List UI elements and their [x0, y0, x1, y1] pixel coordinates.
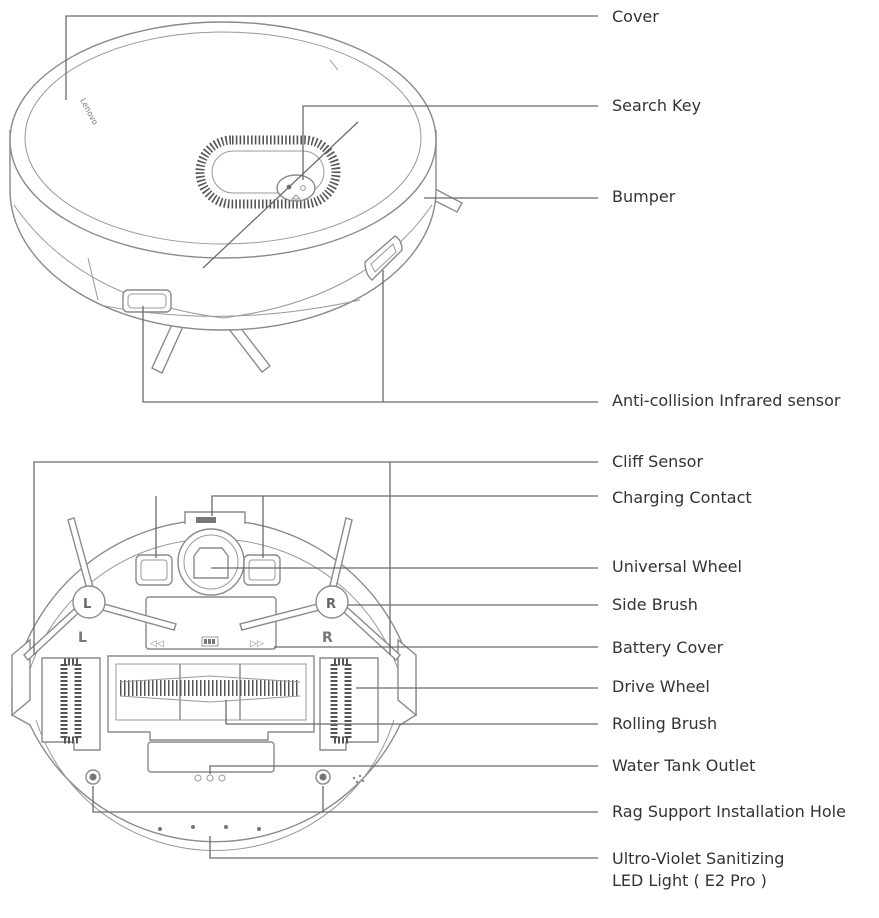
label-search-key: Search Key — [612, 96, 702, 115]
label-uv-light-line2: LED Light ( E2 Pro ) — [612, 871, 767, 890]
bumper-seam-right — [329, 59, 339, 71]
label-anti-collision: Anti-collision Infrared sensor — [612, 391, 841, 410]
search-key-led-right — [300, 185, 306, 191]
battery-cover — [145, 596, 277, 650]
robot-bottom-view: ◁◁ ▷▷ L R L R — [11, 461, 598, 859]
label-universal-wheel: Universal Wheel — [612, 557, 742, 576]
arrow-right-marks: ▷▷ — [250, 639, 264, 649]
drive-wheel-right — [319, 657, 379, 751]
bottom-lower-rim — [35, 719, 395, 852]
rag-support-hole-right-core — [319, 773, 327, 781]
leader-rag-support — [92, 786, 598, 813]
robot-top-view: Lenovo — [9, 15, 598, 403]
ir-sensor-side-inner — [370, 243, 397, 273]
side-mark-l: L — [78, 630, 87, 646]
leader-cliff-sensor — [33, 461, 598, 655]
label-side-brush: Side Brush — [612, 595, 698, 614]
search-key-symbol — [290, 194, 302, 200]
label-bumper: Bumper — [612, 187, 676, 206]
water-tank-outlet-1 — [194, 774, 202, 782]
universal-wheel — [193, 547, 229, 579]
label-cliff-sensor: Cliff Sensor — [612, 452, 704, 471]
uv-led-1 — [158, 827, 162, 831]
uv-led-4 — [257, 827, 261, 831]
water-tank-outlet-3 — [218, 774, 226, 782]
rolling-brush-housing — [107, 655, 315, 741]
bottom-bumper-right — [397, 638, 417, 717]
arrow-left-marks: ◁◁ — [150, 639, 164, 649]
brush-mark-r: R — [326, 597, 336, 612]
brush-mark-l: L — [83, 597, 91, 612]
label-uv-light-line1: Ultro-Violet Sanitizing — [612, 849, 785, 868]
leader-charging-contact — [155, 495, 598, 558]
leader-search-key — [302, 105, 598, 180]
bottom-bumper-left — [11, 638, 31, 717]
universal-wheel-ring — [183, 534, 239, 590]
search-key-inner-ring — [211, 150, 325, 194]
drive-wheel-left — [41, 657, 101, 751]
search-key-ring — [195, 135, 341, 209]
uv-led-3 — [224, 825, 228, 829]
leader-cover — [65, 15, 598, 100]
leader-water-tank-outlet — [209, 765, 598, 774]
water-tank-panel — [147, 741, 275, 773]
label-rag-support: Rag Support Installation Hole — [612, 802, 846, 821]
bumper-seam-left — [87, 257, 99, 301]
side-brush-left — [23, 517, 177, 662]
ir-sensor-front-inner — [127, 293, 167, 309]
label-charging-contact: Charging Contact — [612, 488, 752, 507]
uv-led-2 — [191, 825, 195, 829]
charging-contact-right-inner — [248, 559, 276, 581]
label-battery-cover: Battery Cover — [612, 638, 724, 657]
label-drive-wheel: Drive Wheel — [612, 677, 710, 696]
rolling-brush-chevron — [119, 675, 301, 703]
charging-contact-top — [196, 517, 216, 523]
search-key-button — [276, 174, 316, 202]
side-mark-r: R — [322, 630, 333, 646]
leader-anti-collision — [142, 270, 598, 403]
charging-contact-right — [243, 554, 281, 586]
rolling-brush-frame — [115, 663, 307, 721]
cover-inner-ring — [24, 31, 422, 245]
battery-icon — [201, 636, 219, 647]
side-brush-right — [239, 517, 401, 662]
ir-sensor-side — [364, 235, 403, 281]
water-tank-outlet-2 — [206, 774, 214, 782]
charging-contact-left-inner — [140, 559, 168, 581]
label-cover: Cover — [612, 7, 659, 26]
label-rolling-brush: Rolling Brush — [612, 714, 718, 733]
ir-sensor-front — [122, 289, 172, 313]
label-water-tank-outlet: Water Tank Outlet — [612, 756, 756, 775]
speaker-grille — [352, 774, 365, 784]
charging-contact-left — [135, 554, 173, 586]
leader-uv-light — [209, 836, 598, 859]
leader-diagonal — [202, 121, 359, 269]
rag-support-hole-left-core — [89, 773, 97, 781]
leader-rolling-brush — [225, 700, 598, 725]
